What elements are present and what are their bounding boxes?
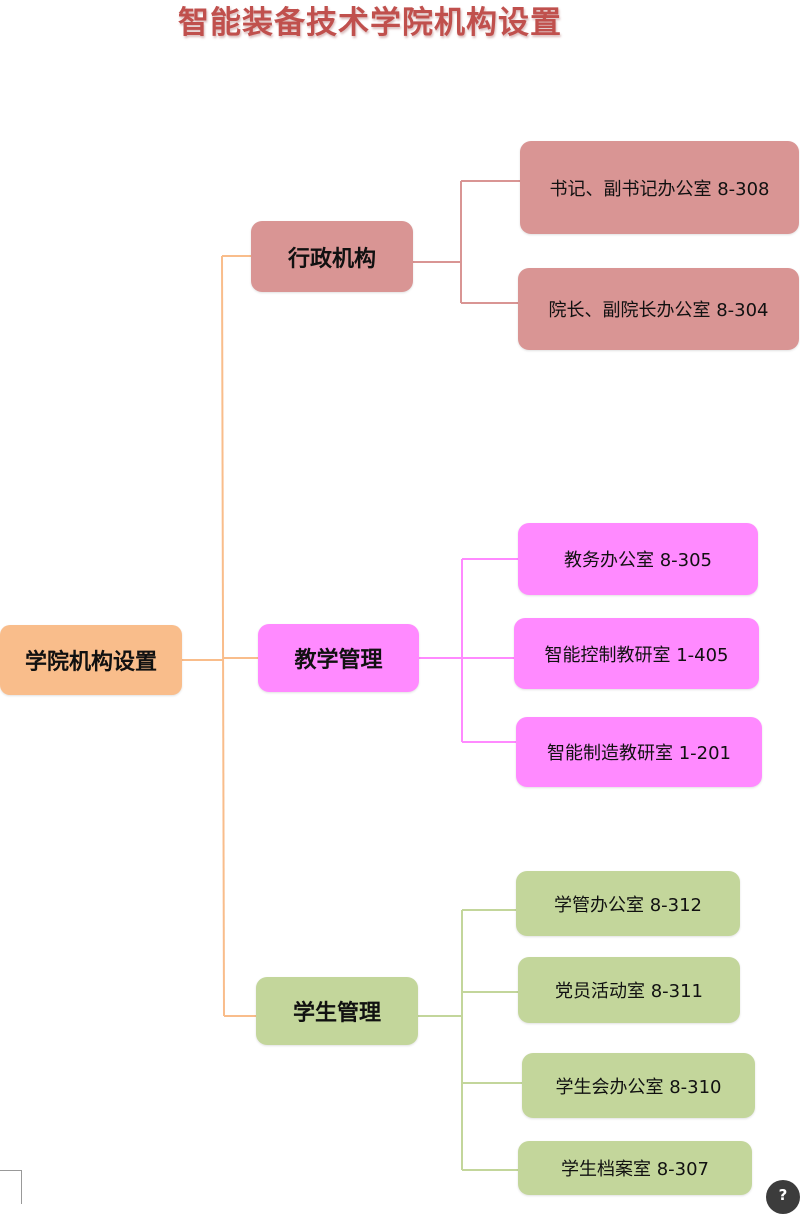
branch-node-teaching: 教学管理: [258, 624, 419, 692]
diagram-title: 智能装备技术学院机构设置: [178, 5, 562, 41]
leaf-node-admin-1: 书记、副书记办公室 8-308: [520, 141, 799, 234]
leaf-node-label: 书记、副书记办公室 8-308: [549, 178, 770, 200]
leaf-node-teaching-3: 智能制造教研室 1-201: [516, 717, 762, 787]
leaf-node-admin-2: 院长、副院长办公室 8-304: [518, 268, 799, 350]
leaf-node-label: 党员活动室 8-311: [554, 981, 704, 1002]
branch-node-label: 教学管理: [294, 648, 383, 673]
leaf-node-label: 教务办公室 8-305: [563, 550, 713, 571]
leaf-node-teaching-1: 教务办公室 8-305: [518, 523, 758, 595]
branch-node-admin: 行政机构: [251, 221, 413, 292]
leaf-node-label: 学生会办公室 8-310: [555, 1076, 722, 1098]
help-icon[interactable]: ?: [766, 1180, 800, 1214]
branch-node-label: 行政机构: [287, 246, 376, 272]
leaf-node-student-4: 学生档案室 8-307: [518, 1141, 752, 1195]
root-node-label: 学院机构设置: [24, 650, 157, 675]
root-spine-line: [221, 255, 225, 1017]
leaf-node-student-3: 学生会办公室 8-310: [522, 1053, 755, 1118]
leaf-node-label: 智能制造教研室 1-201: [546, 743, 732, 764]
leaf-node-teaching-2: 智能控制教研室 1-405: [514, 618, 759, 689]
root-connectors: [182, 255, 258, 1017]
root-node: 学院机构设置: [0, 625, 182, 695]
admin-connectors: [413, 180, 520, 304]
teaching-connectors: [419, 558, 518, 743]
leaf-node-label: 智能控制教研室 1-405: [544, 644, 729, 666]
leaf-node-student-2: 党员活动室 8-311: [518, 957, 740, 1023]
branch-node-student: 学生管理: [256, 977, 418, 1045]
leaf-node-label: 院长、副院长办公室 8-304: [548, 300, 769, 321]
student-connectors: [418, 909, 522, 1171]
leaf-node-label: 学管办公室 8-312: [553, 894, 703, 916]
leaf-node-student-1: 学管办公室 8-312: [516, 871, 740, 936]
page-corner-mark: [0, 1170, 22, 1204]
leaf-node-label: 学生档案室 8-307: [560, 1159, 710, 1180]
branch-node-label: 学生管理: [292, 1001, 381, 1026]
